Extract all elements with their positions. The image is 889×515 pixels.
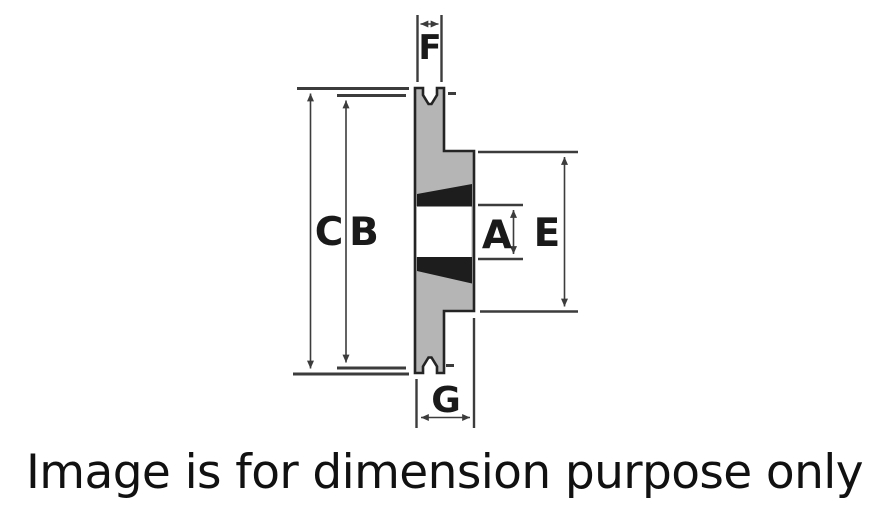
taper-bushing-lower-wedge [417, 257, 472, 284]
bottom-groove-dash [446, 364, 454, 367]
dimension-F: F [416, 15, 443, 82]
dim-f-label: F [418, 28, 441, 68]
top-groove-dash [448, 92, 456, 95]
caption-text: Image is for dimension purpose only [26, 445, 863, 500]
dimension-G: G [415, 318, 476, 428]
dimension-A: A [478, 203, 523, 261]
dim-e-label: E [534, 211, 561, 256]
bore-opening [416, 206, 472, 257]
dimension-E: E [478, 150, 578, 313]
dimension-B: B [337, 94, 406, 370]
pulley-cross-section-diagram: F C B A E [293, 15, 578, 428]
dim-a-label: A [482, 213, 512, 258]
dim-g-label: G [431, 380, 461, 421]
dim-c-label: C [315, 210, 344, 255]
taper-bushing-upper-wedge [417, 184, 472, 207]
dim-b-label: B [349, 210, 379, 255]
dimension-C: C [293, 87, 409, 376]
